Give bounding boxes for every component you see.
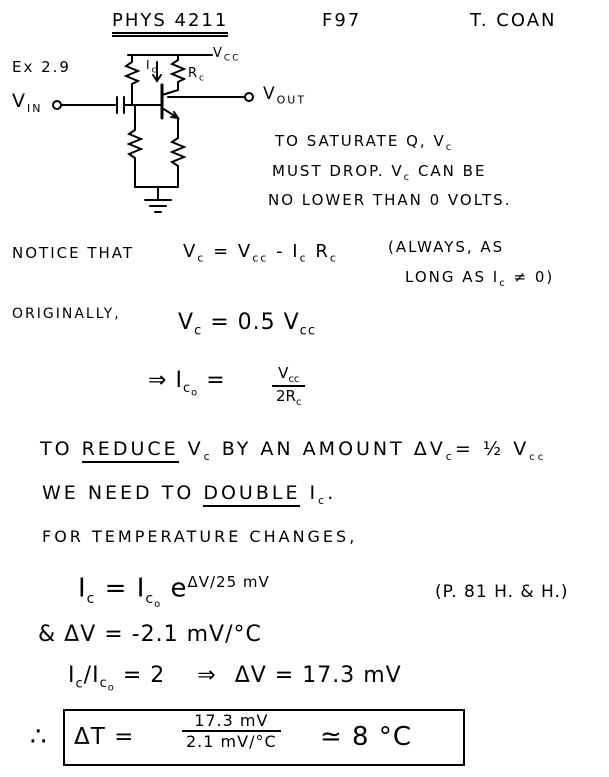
therefore-symbol: ∴ — [30, 722, 48, 752]
vout-terminal — [244, 92, 254, 102]
reduce-line-1: TO REDUCE Vc BY AN AMOUNT ΔVc= ½ Vcc — [40, 438, 547, 463]
notice-lead: NOTICE THAT — [12, 244, 135, 262]
result-fraction: 17.3 mV 2.1 mV/°C — [182, 711, 281, 751]
term: F97 — [322, 10, 362, 31]
ratio-equation: Ic/Ico = 2 ⇒ ΔV = 17.3 mV — [68, 663, 402, 694]
rc-label: Rc — [188, 66, 206, 84]
temp-equation: Ic = Ico eΔV/25 mV — [78, 573, 270, 610]
originally-equation: Vc = 0.5 Vcc — [178, 310, 316, 339]
example-label: Ex 2.9 — [12, 58, 71, 76]
notice-equation: Vc = Vcc - Ic Rc — [183, 241, 338, 265]
vin-label: VIN — [12, 90, 43, 115]
delta-v-equation: & ΔV = -2.1 mV/°C — [38, 622, 262, 647]
bias-resistor-top — [123, 54, 141, 106]
originally-lead: ORIGINALLY, — [12, 306, 121, 322]
reduce-line-3: FOR TEMPERATURE CHANGES, — [42, 527, 358, 546]
saturate-line-3: NO LOWER THAN 0 VOLTS. — [268, 191, 512, 209]
result-approx: ≃ 8 °C — [320, 722, 413, 752]
reduce-line-2: WE NEED TO DOUBLE Ic. — [42, 482, 337, 507]
result-box — [63, 709, 465, 766]
hh-reference: (P. 81 H. & H.) — [435, 582, 569, 602]
saturate-line-1: TO SATURATE Q, Vc — [275, 132, 454, 153]
ic-label: Ic — [146, 58, 159, 76]
emitter-resistor — [169, 117, 187, 188]
course-title: PHYS 4211 — [112, 10, 229, 37]
ico-fraction: Vcc 2Rc — [272, 364, 306, 408]
bias-resistor-bottom — [126, 104, 144, 188]
saturate-line-2: MUST DROP. Vc CAN BE — [272, 162, 487, 183]
rc-resistor — [169, 54, 187, 91]
notice-aside-1: (ALWAYS, AS — [388, 238, 505, 256]
ico-equation-lhs: ⇒ Ico = — [148, 368, 226, 399]
notice-aside-2: LONG AS Ic ≠ 0) — [405, 268, 555, 289]
author: T. COAN — [470, 10, 557, 31]
vcc-label: VCC — [213, 46, 241, 64]
vin-terminal — [52, 100, 62, 110]
vout-label: VOUT — [263, 84, 307, 107]
result-lhs: ΔT = — [74, 724, 135, 750]
